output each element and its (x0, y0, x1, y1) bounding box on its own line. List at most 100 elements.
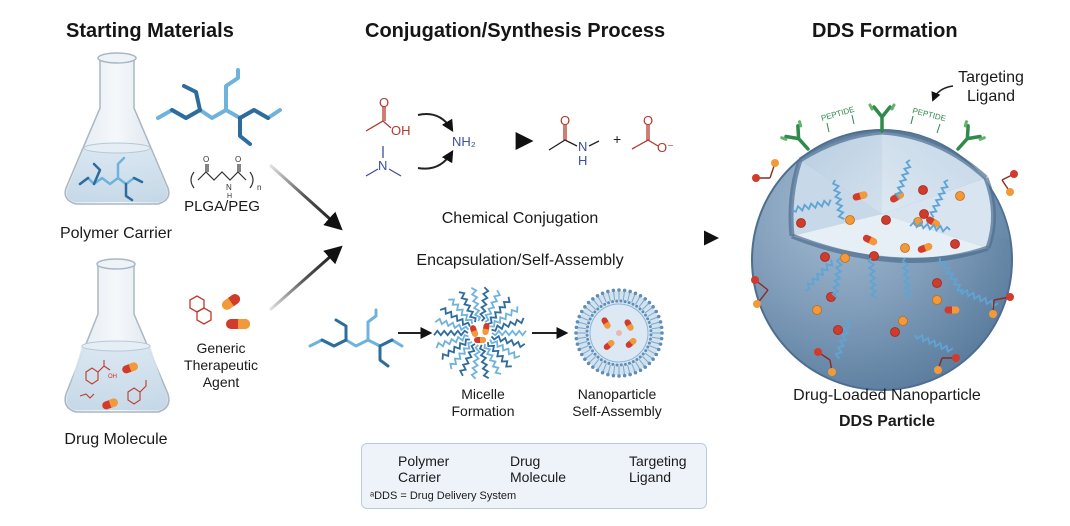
capsule-half (859, 191, 865, 200)
lipid-head (658, 320, 663, 324)
section-title-starting-materials: Starting Materials (66, 20, 234, 42)
micelle-chain (458, 343, 476, 377)
lipid-tail (638, 299, 645, 308)
carboxyl-o (771, 159, 779, 167)
formula-h: H (227, 193, 232, 200)
lipid-tail (597, 296, 603, 305)
dds-polymer-chains (791, 159, 999, 360)
nanoparticle-label: Nanoparticle Self-Assembly (562, 386, 672, 420)
ligand-arm (780, 120, 803, 141)
carboxylic-acid-icon (365, 106, 392, 132)
micelle-label-line2: Formation (451, 403, 515, 419)
lipid-tail (651, 336, 661, 339)
lipid-head (591, 297, 595, 301)
section-title-dds-formation: DDS Formation (812, 20, 958, 42)
carboxylate-product-icon (631, 125, 659, 150)
targeting-ligand-icon (956, 120, 986, 151)
micelle-chain (490, 334, 526, 349)
lipid-head (641, 352, 645, 356)
carboxyl-o (753, 300, 761, 308)
polymer-chain (791, 199, 832, 214)
lipid-tail (651, 327, 661, 330)
formula-o1: O (203, 155, 209, 164)
lipid-head (587, 321, 591, 325)
lipid-head (615, 363, 619, 367)
micelle-chain (491, 329, 527, 337)
capsule-icon (226, 319, 250, 329)
lipid-tail (613, 291, 616, 301)
lipid-head (628, 372, 632, 377)
lipid-head (638, 307, 642, 311)
lipid-tail (650, 321, 660, 325)
legend-box (361, 443, 707, 509)
capsule-icon (482, 323, 490, 335)
drug-dot (881, 215, 891, 225)
lipid-tail (582, 311, 591, 317)
capsule-half (480, 337, 483, 343)
legend-label: Targeting (629, 453, 687, 469)
lipid-head (622, 288, 627, 293)
lipid-head (623, 362, 627, 366)
lipid-head (643, 365, 647, 369)
ligand-arm (963, 120, 986, 141)
lipid-head (647, 361, 652, 366)
lipid-head (631, 302, 635, 306)
chemical-conjugation-label: Chemical Conjugation (441, 210, 599, 227)
acid-o-label: O (379, 95, 390, 110)
lipid-head (595, 368, 600, 373)
legend-label: Polymer (398, 453, 450, 469)
therapeutic-agent-label-line2: Therapeutic (184, 357, 258, 373)
capsule-icon (625, 338, 637, 348)
capsule-icon (601, 317, 611, 329)
lipid-head (617, 374, 621, 378)
lipid-head (648, 337, 652, 341)
lipid-head (607, 361, 611, 365)
micelle-icon (433, 286, 527, 380)
polymer-chain (831, 179, 845, 220)
lipid-tail (578, 341, 588, 345)
lipid-head (588, 317, 592, 321)
lipid-tail (647, 311, 656, 317)
lipid-head (631, 360, 635, 364)
lipid-head (638, 293, 643, 298)
capsule-icon (917, 243, 933, 253)
plga-peg-formula-icon (190, 164, 254, 189)
micelle-chain (490, 306, 519, 328)
lipid-head (656, 314, 661, 319)
lipid-head (611, 300, 615, 304)
callout-line1: Targeting (958, 69, 1024, 86)
lipid-head (651, 357, 655, 361)
lipid-head (586, 325, 590, 329)
lipid-tail (649, 345, 658, 350)
targeting-ligand-callout: Targeting Ligand (948, 68, 1034, 106)
lipid-head (644, 349, 648, 353)
lipid-tail (588, 302, 597, 311)
drug-to-process-arrow (269, 245, 343, 312)
lipid-head (611, 362, 615, 366)
lipid-head (583, 357, 587, 361)
micelle-chain (491, 317, 525, 332)
lipid-head (660, 331, 664, 335)
drug-dot (918, 185, 928, 195)
lipid-head (628, 289, 632, 294)
therapeutic-agent-label-line3: Agent (202, 374, 240, 390)
lipid-head (647, 321, 651, 325)
therapeutic-agent-label-line1: Generic (196, 340, 246, 356)
lipid-tail (593, 299, 600, 308)
lipid-tail (613, 365, 616, 375)
lipid-head (644, 313, 648, 317)
polymer-chain-small-icon (308, 308, 404, 368)
capsule-icon (852, 191, 868, 201)
curved-arrow-bottom (417, 149, 454, 170)
lipid-head (635, 304, 639, 308)
therapeutic-agent-label: Generic Therapeutic Agent (176, 340, 266, 391)
polymer-chain (914, 333, 954, 354)
lipid-head (575, 342, 580, 346)
lipid-head (585, 329, 589, 333)
lipid-tail (585, 307, 594, 314)
lipid-head (586, 300, 591, 305)
lipid-head (574, 325, 579, 330)
carboxylate-o-label: O (643, 113, 654, 128)
lipid-tail (607, 292, 611, 302)
lipid-head (633, 291, 638, 296)
